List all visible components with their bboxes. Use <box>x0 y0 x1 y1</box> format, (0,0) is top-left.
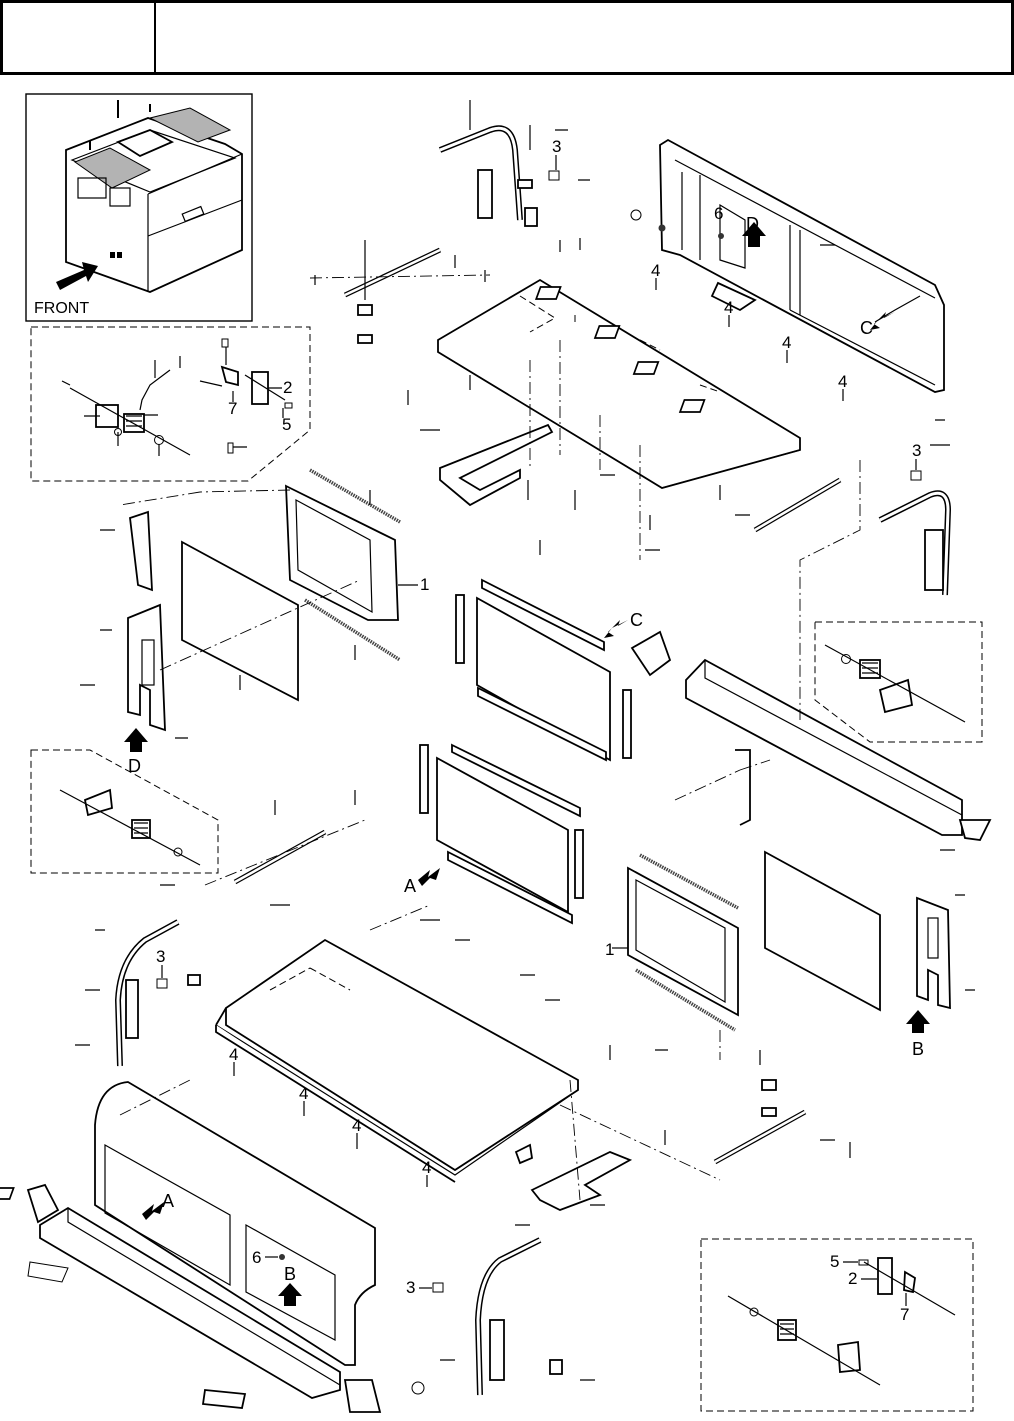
spacer-part <box>284 402 293 409</box>
callout-3-right: 3 <box>912 441 921 460</box>
hinge-part <box>534 286 562 300</box>
view-letter-d-left: D <box>128 756 141 776</box>
header-table <box>0 0 1014 75</box>
view-arrow-b-right <box>906 1010 930 1033</box>
hinge-set-lower: 4 4 4 4 <box>0 1045 431 1200</box>
gas-spring-top-left <box>309 247 491 344</box>
handle-arm-lower-left: 3 <box>114 919 201 1067</box>
front-label: FRONT <box>34 300 89 317</box>
glass-frame-1-right <box>627 866 739 1017</box>
front-cover-panel: A 6 B <box>94 1081 376 1366</box>
callout-4-c: 4 <box>782 333 791 352</box>
support-bracket-top <box>439 423 554 507</box>
callout-2: 2 <box>283 378 292 397</box>
header-left-cell <box>3 3 156 72</box>
corner-bracket-right <box>630 630 672 677</box>
gas-spring-middle <box>204 819 366 886</box>
detail-box-right <box>814 621 983 743</box>
top-cover-sheet <box>437 278 801 489</box>
detail-box-top-left: 2 7 5 <box>30 326 311 482</box>
view-letter-c-top: C <box>860 318 873 338</box>
view-letter-b-right: B <box>912 1039 924 1059</box>
callout-3-lower-left: 3 <box>156 947 165 966</box>
callout-7-detail: 7 <box>900 1305 909 1324</box>
handle-arm-lower-center: 3 <box>406 1237 563 1396</box>
printer-isometric-illustration <box>65 100 243 293</box>
callout-4-g: 4 <box>352 1116 361 1135</box>
view-arrow-b-front <box>278 1283 302 1306</box>
roller-part <box>123 413 145 433</box>
handle-arm-top: 3 <box>438 125 561 227</box>
base-frame-lower <box>215 938 579 1183</box>
callout-4-h: 4 <box>422 1158 431 1177</box>
center-window-upper: C <box>455 578 643 762</box>
callout-6-front: 6 <box>252 1248 261 1267</box>
detail-box-bottom-right: 5 2 7 <box>700 1238 974 1412</box>
view-letter-c-center: C <box>630 610 643 630</box>
handle-arm-right: 3 <box>878 441 952 596</box>
callout-7: 7 <box>228 399 237 418</box>
gas-spring-lower-right <box>713 1079 807 1165</box>
callout-4-f: 4 <box>299 1084 308 1103</box>
center-window-lower: A <box>404 743 584 925</box>
view-arrow-c-center <box>604 620 628 638</box>
view-letter-a-front: A <box>162 1191 174 1211</box>
glass-frame-1-left <box>285 484 399 621</box>
top-rear-frame: D 6 C <box>630 138 945 393</box>
panel-sheet-right <box>764 850 881 1012</box>
hinge-set-top: 4 4 4 4 <box>534 261 847 413</box>
view-arrow-d-top <box>742 222 766 247</box>
callout-6-top: 6 <box>714 204 723 223</box>
callout-4-a: 4 <box>651 261 660 280</box>
callout-1-right: 1 <box>605 940 614 959</box>
upright-bracket <box>129 510 153 592</box>
hinge-part <box>0 1187 15 1200</box>
front-bottom-rail <box>26 1183 425 1413</box>
gas-spring-top-right <box>753 477 842 533</box>
frame-post-b <box>916 896 951 1010</box>
callout-3-top: 3 <box>552 137 561 156</box>
view-arrow-a-center <box>418 868 440 886</box>
hinge-part <box>632 361 660 375</box>
view-arrow-c-top <box>870 312 895 330</box>
callout-4-e: 4 <box>229 1045 238 1064</box>
callout-1-left: 1 <box>420 575 429 594</box>
front-arrow-icon <box>56 262 98 290</box>
front-view-inset: FRONT <box>25 93 253 322</box>
right-lower-panels: 1 B <box>605 850 951 1059</box>
left-side-panels: D 1 <box>124 468 429 776</box>
callout-4-d: 4 <box>838 372 847 391</box>
view-letter-a-center: A <box>404 876 416 896</box>
hinge-part <box>678 399 706 413</box>
support-bracket-lower <box>514 1143 633 1211</box>
callout-3-lower-center: 3 <box>406 1278 415 1297</box>
frame-post-d <box>127 603 166 732</box>
callout-2-detail: 2 <box>848 1269 857 1288</box>
view-letter-d-top: D <box>746 214 759 234</box>
leader-lines <box>75 100 975 1381</box>
callout-5-detail: 5 <box>830 1252 839 1271</box>
panel-sheet-left <box>181 540 299 702</box>
view-arrow-d-left <box>124 728 148 752</box>
assembly-guide-lines <box>119 340 861 1201</box>
detail-box-left-middle <box>30 749 219 874</box>
callout-5: 5 <box>282 415 291 434</box>
view-letter-b-front: B <box>284 1264 296 1284</box>
view-arrow-a-front <box>142 1202 164 1220</box>
mounting-bracket-part <box>220 365 239 387</box>
callout-4-b: 4 <box>724 298 733 317</box>
hinge-part <box>593 325 621 339</box>
right-long-rail <box>630 630 992 841</box>
